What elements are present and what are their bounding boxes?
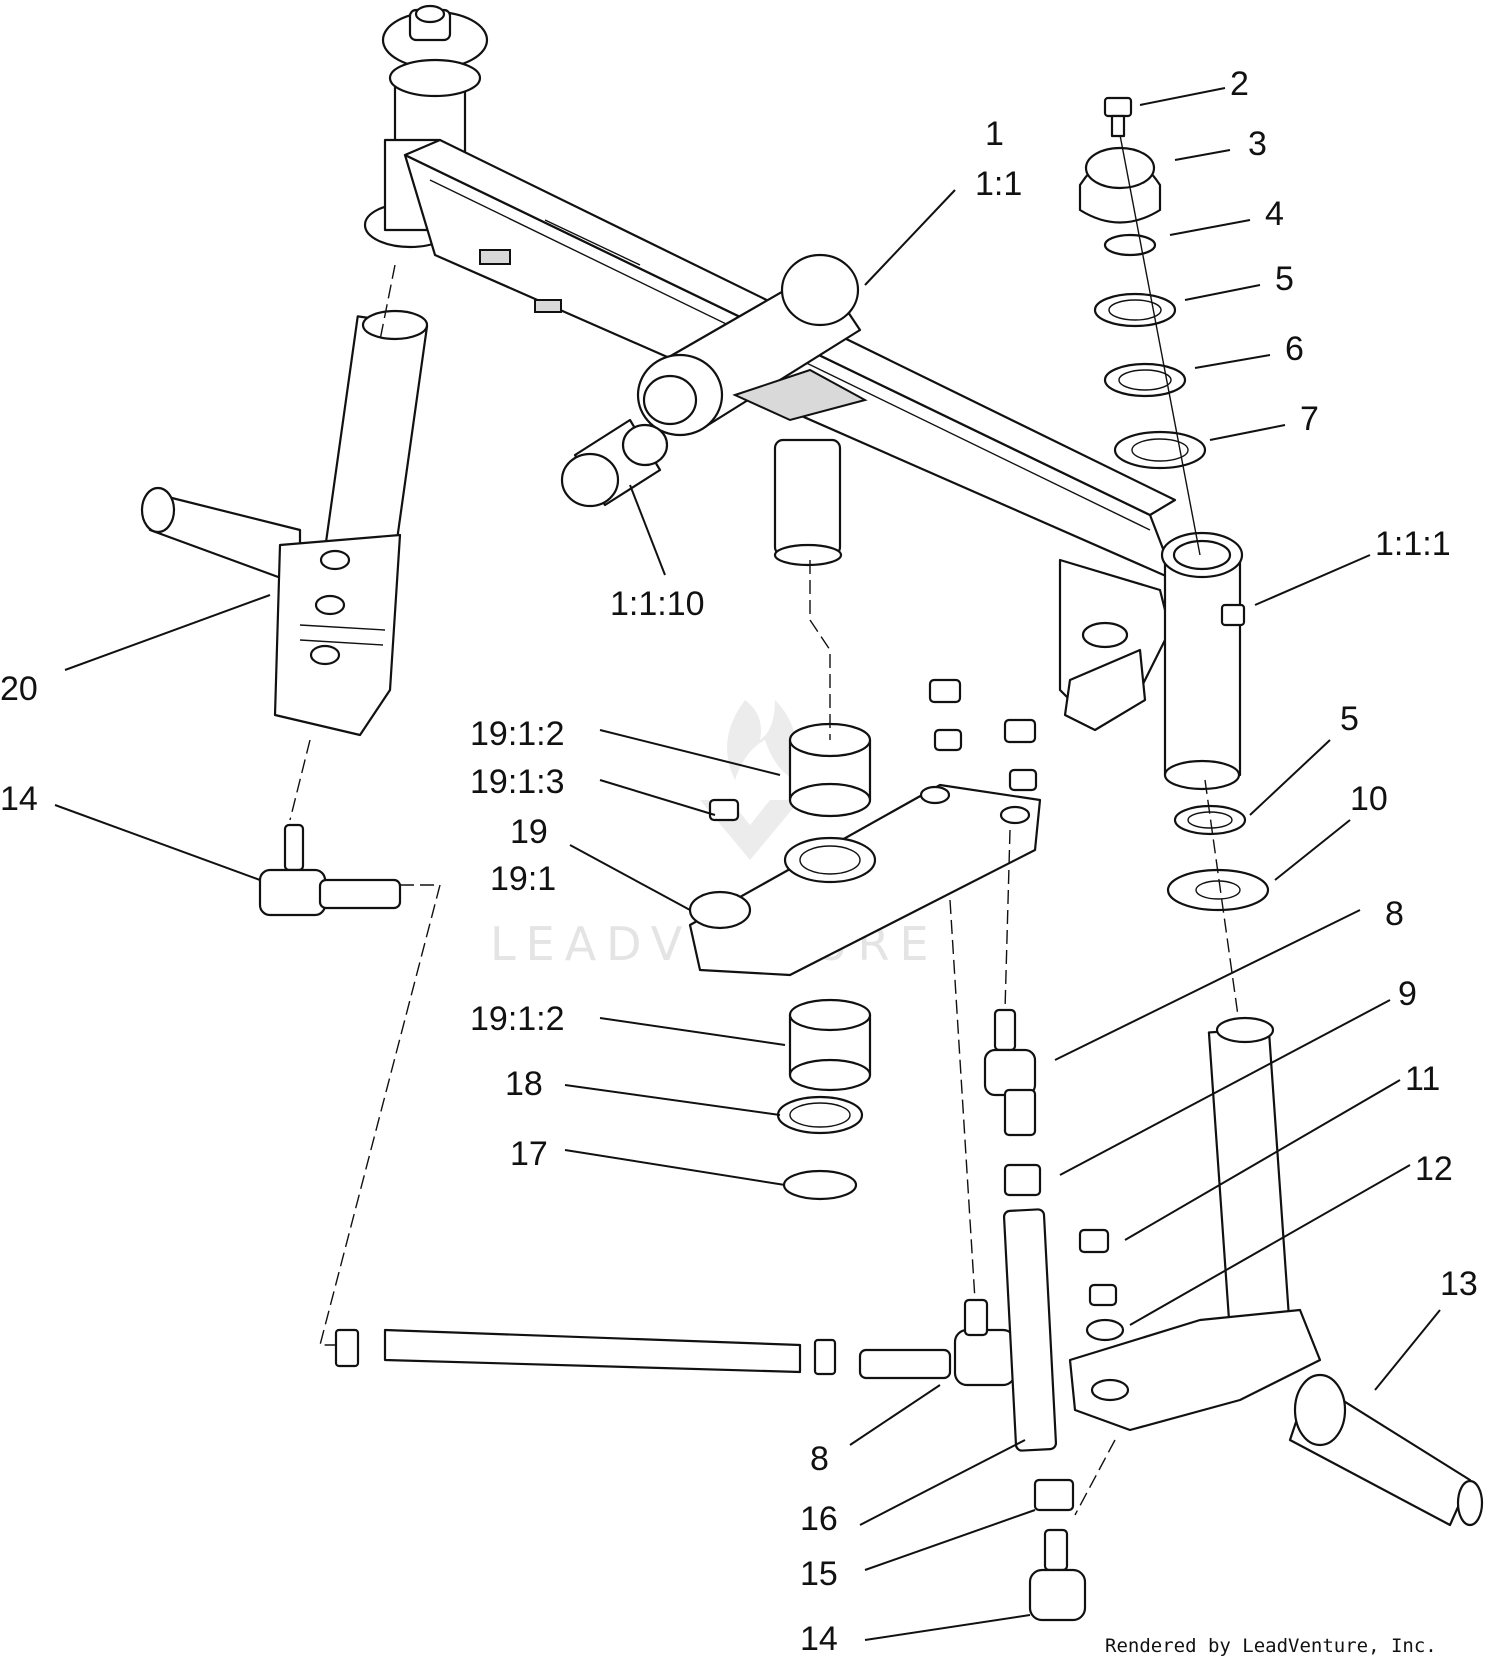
left-spindle <box>140 264 429 821</box>
callout-1-1-10: 1:1:10 <box>610 585 705 623</box>
callout-11: 11 <box>1405 1060 1440 1098</box>
callout-19-1: 19:1 <box>490 860 556 898</box>
callout-5-top: 5 <box>1275 260 1294 298</box>
leader-lines <box>54 87 1441 1641</box>
callout-2: 2 <box>1230 65 1249 103</box>
pivot-bushing <box>560 418 669 508</box>
callout-9: 9 <box>1398 975 1417 1013</box>
callout-18: 18 <box>505 1065 543 1103</box>
callout-1: 1 <box>985 115 1004 153</box>
callout-12: 12 <box>1415 1150 1453 1188</box>
callout-16: 16 <box>800 1500 838 1538</box>
callout-17: 17 <box>510 1135 548 1173</box>
callout-5-lower: 5 <box>1340 700 1359 738</box>
callout-1-1-1: 1:1:1 <box>1375 525 1451 563</box>
callout-7: 7 <box>1300 400 1319 438</box>
right-spindle <box>1068 1016 1484 1527</box>
center-tie-rod <box>319 884 1017 1387</box>
callout-19-1-2-lower: 19:1:2 <box>470 1000 565 1038</box>
callout-14-upper: 14 <box>0 780 38 818</box>
callout-4: 4 <box>1265 195 1284 233</box>
steering-pivot-arm <box>688 560 1042 1201</box>
drag-link-assembly <box>983 829 1087 1622</box>
callout-20: 20 <box>0 670 38 708</box>
callout-10: 10 <box>1350 780 1388 818</box>
grease-fitting-icon <box>1220 603 1246 627</box>
callout-13: 13 <box>1440 1265 1478 1303</box>
callout-19-1-2-upper: 19:1:2 <box>470 715 565 753</box>
top-right-hardware-stack <box>1078 96 1207 556</box>
right-lower-washers <box>1166 779 1270 1031</box>
left-tie-rod-end <box>258 823 402 917</box>
callout-15: 15 <box>800 1555 838 1593</box>
callout-8-upper: 8 <box>1385 895 1404 933</box>
render-credit: Rendered by LeadVenture, Inc. <box>1105 1635 1437 1657</box>
front-axle-frame <box>363 4 1246 791</box>
callout-8-lower: 8 <box>810 1440 829 1478</box>
callout-labels: 2 3 4 5 6 7 1 1:1 1:1:1 1:1:10 20 19:1:2… <box>0 65 1478 1658</box>
callout-6: 6 <box>1285 330 1304 368</box>
callout-3: 3 <box>1248 125 1267 163</box>
callout-19: 19 <box>510 813 548 851</box>
grease-fitting-icon <box>708 798 740 822</box>
callout-1-1: 1:1 <box>975 165 1022 203</box>
callout-14-lower: 14 <box>800 1620 838 1658</box>
callout-19-1-3: 19:1:3 <box>470 763 565 801</box>
